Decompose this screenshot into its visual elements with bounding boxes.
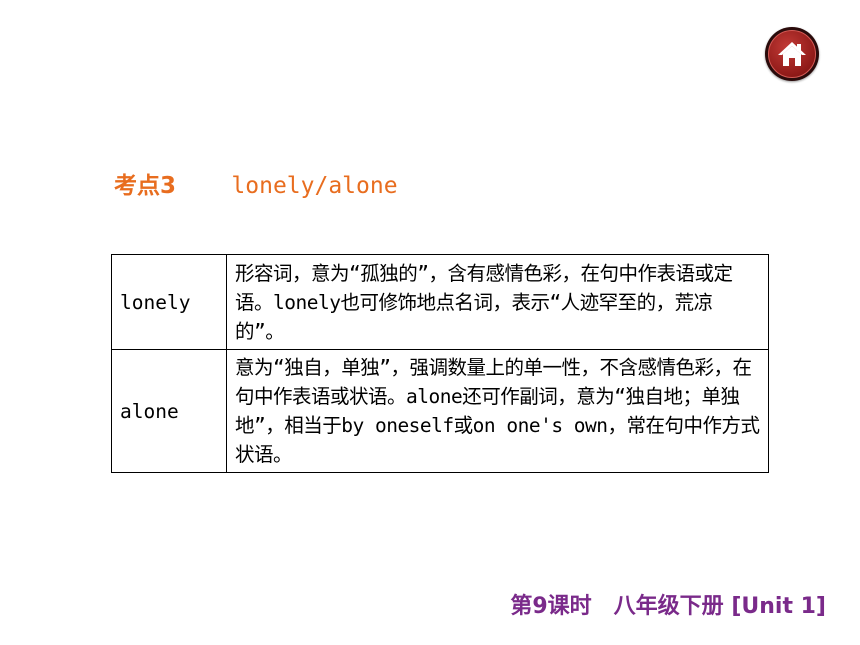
table-cell-desc: 形容词，意为“孤独的”，含有感情色彩，在句中作表语或定语。lonely也可修饰地… [226,254,769,350]
table-cell-word: lonely [111,254,227,350]
heading-topic: lonely/alone [231,173,398,199]
vocab-table: lonely 形容词，意为“孤独的”，含有感情色彩，在句中作表语或定语。lone… [111,254,769,473]
home-button[interactable] [765,27,819,81]
home-button-face[interactable] [768,30,816,78]
home-icon [778,42,806,66]
table-row: lonely 形容词，意为“孤独的”，含有感情色彩，在句中作表语或定语。lone… [111,254,769,350]
footer-lesson-label: 第9课时 八年级下册 [Unit 1] [510,594,826,619]
table-row: alone 意为“独自，单独”，强调数量上的单一性，不含感情色彩，在句中作表语或… [111,349,769,473]
table-cell-desc: 意为“独自，单独”，强调数量上的单一性，不含感情色彩，在句中作表语或状语。alo… [226,349,769,473]
heading-label: 考点3 [114,173,177,199]
section-heading: 考点3 lonely/alone [114,166,398,200]
table-cell-word: alone [111,349,227,473]
